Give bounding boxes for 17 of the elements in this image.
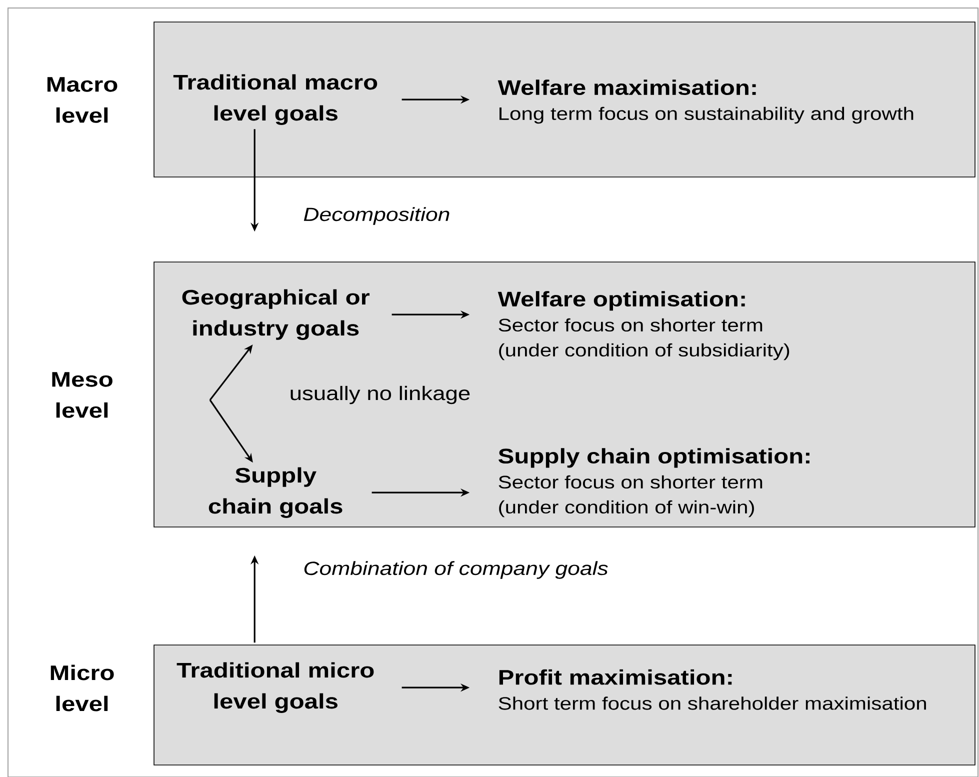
level-band	[154, 22, 976, 178]
goal-label: Supply chain goals	[208, 467, 342, 518]
goal-label: Traditional macro level goals	[173, 74, 378, 125]
level-label: Micro level	[50, 664, 114, 712]
outcome-text: Welfare optimisation: Sector focus on shorter term (under condition of subsidiarity)	[498, 291, 790, 360]
level-band	[154, 644, 976, 766]
outcome-text: Supply chain optimisation: Sector focus on shorter term (under condition of win-win)	[498, 448, 810, 518]
goal-label: Traditional micro level goals	[176, 662, 374, 713]
outcome-text: Profit maximisation: Short term focus on shareholder maximisation	[498, 669, 926, 710]
edge-label: Decomposition	[302, 206, 452, 226]
level-label: Macro level	[47, 77, 118, 123]
note-label: usually no linkage	[290, 386, 470, 404]
goal-label: Geographical or industry goals	[182, 289, 370, 340]
level-band	[154, 262, 976, 528]
level-label: Meso level	[52, 372, 112, 418]
edge-label: Combination of company goals	[302, 560, 610, 580]
outcome-text: Welfare maximisation: Long term focus on sustainability and growth	[498, 80, 914, 124]
